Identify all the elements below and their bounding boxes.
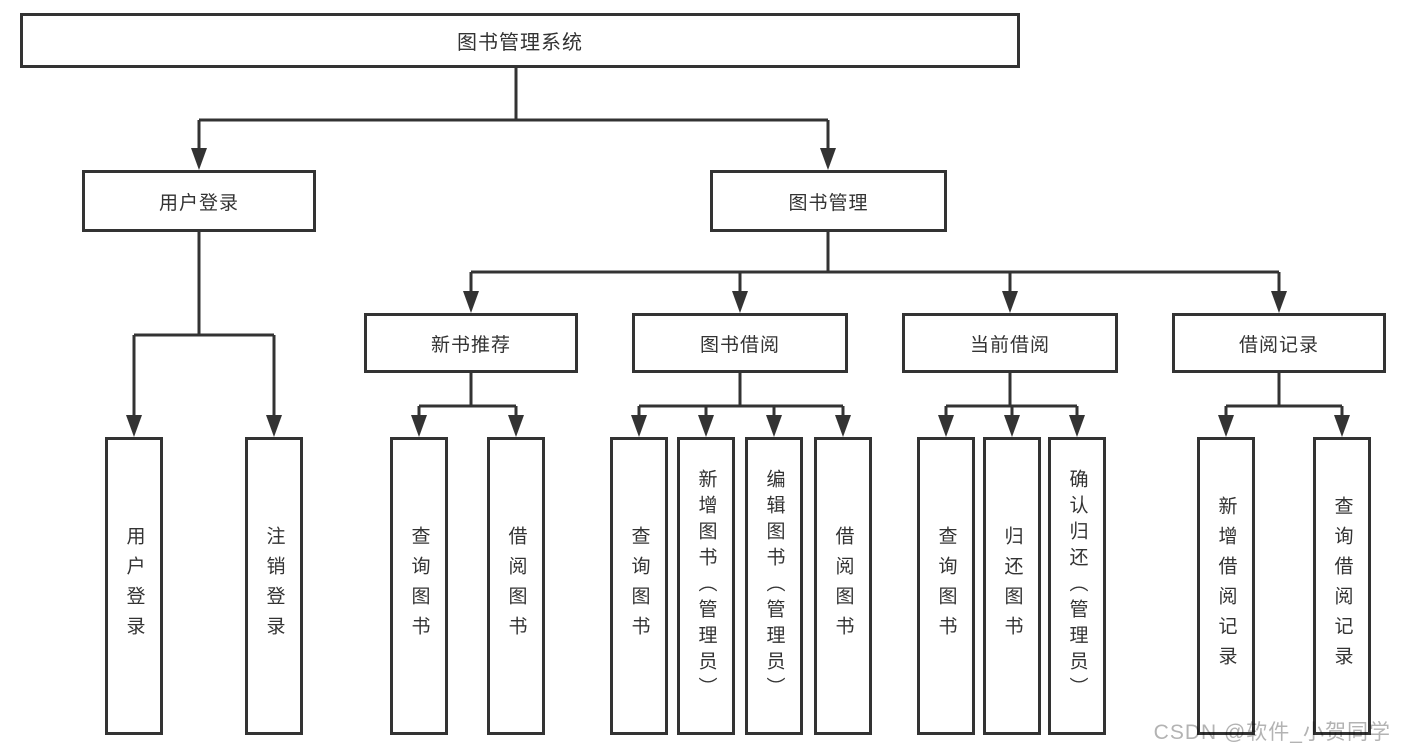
node-library-system: 图书管理系统	[20, 13, 1020, 68]
connector-borrow-records-children	[1218, 373, 1350, 437]
node-borrow-records-label: 借阅记录	[1238, 334, 1319, 356]
node-user-login-label: 用户登录	[158, 192, 239, 214]
node-current-borrow: 当前借阅	[902, 313, 1118, 373]
leaf-query-borrow-record: 查询借阅记录	[1313, 437, 1371, 735]
leaf-query-books-recommend-label: 查询图书	[408, 526, 430, 646]
connector-user-login-children	[126, 232, 282, 437]
leaf-return-books-label: 归还图书	[1001, 526, 1023, 646]
leaf-borrow-books-recommend-label: 借阅图书	[505, 526, 527, 646]
leaf-borrow-books-label: 借阅图书	[832, 526, 854, 646]
node-book-borrow: 图书借阅	[632, 313, 848, 373]
node-user-login: 用户登录	[82, 170, 316, 232]
leaf-add-borrow-record-label: 新增借阅记录	[1215, 496, 1237, 676]
node-borrow-records: 借阅记录	[1172, 313, 1386, 373]
connector-root-to-level2	[191, 68, 836, 170]
leaf-add-books-admin-label: 新增图书（管理员）	[695, 469, 717, 703]
leaf-query-books-recommend: 查询图书	[390, 437, 448, 735]
node-new-book-recommend: 新书推荐	[364, 313, 578, 373]
connector-current-borrow-children	[938, 373, 1085, 437]
leaf-logout: 注销登录	[245, 437, 303, 735]
leaf-confirm-return-admin: 确认归还（管理员）	[1048, 437, 1106, 735]
csdn-watermark: CSDN @软件_小贺同学	[1153, 721, 1391, 744]
leaf-add-books-admin: 新增图书（管理员）	[677, 437, 735, 735]
connector-book-borrow-children	[631, 373, 851, 437]
node-book-management: 图书管理	[710, 170, 947, 232]
leaf-query-borrow-record-label: 查询借阅记录	[1331, 496, 1353, 676]
leaf-user-login-label: 用户登录	[123, 526, 145, 646]
leaf-add-borrow-record: 新增借阅记录	[1197, 437, 1255, 735]
leaf-query-books-borrow: 查询图书	[610, 437, 668, 735]
leaf-borrow-books-recommend: 借阅图书	[487, 437, 545, 735]
leaf-edit-books-admin-label: 编辑图书（管理员）	[763, 469, 785, 703]
leaf-edit-books-admin: 编辑图书（管理员）	[745, 437, 803, 735]
leaf-logout-label: 注销登录	[263, 526, 285, 646]
leaf-user-login: 用户登录	[105, 437, 163, 735]
node-new-book-recommend-label: 新书推荐	[430, 334, 511, 356]
leaf-query-books-current-label: 查询图书	[935, 526, 957, 646]
node-current-borrow-label: 当前借阅	[969, 334, 1050, 356]
connector-new-rec-children	[411, 373, 524, 437]
connector-book-mgmt-children	[463, 232, 1287, 313]
node-book-management-label: 图书管理	[788, 192, 869, 214]
leaf-query-books-borrow-label: 查询图书	[628, 526, 650, 646]
leaf-confirm-return-admin-label: 确认归还（管理员）	[1066, 469, 1088, 703]
leaf-query-books-current: 查询图书	[917, 437, 975, 735]
leaf-return-books: 归还图书	[983, 437, 1041, 735]
leaf-borrow-books: 借阅图书	[814, 437, 872, 735]
node-book-borrow-label: 图书借阅	[699, 334, 780, 356]
node-library-system-label: 图书管理系统	[457, 32, 583, 54]
